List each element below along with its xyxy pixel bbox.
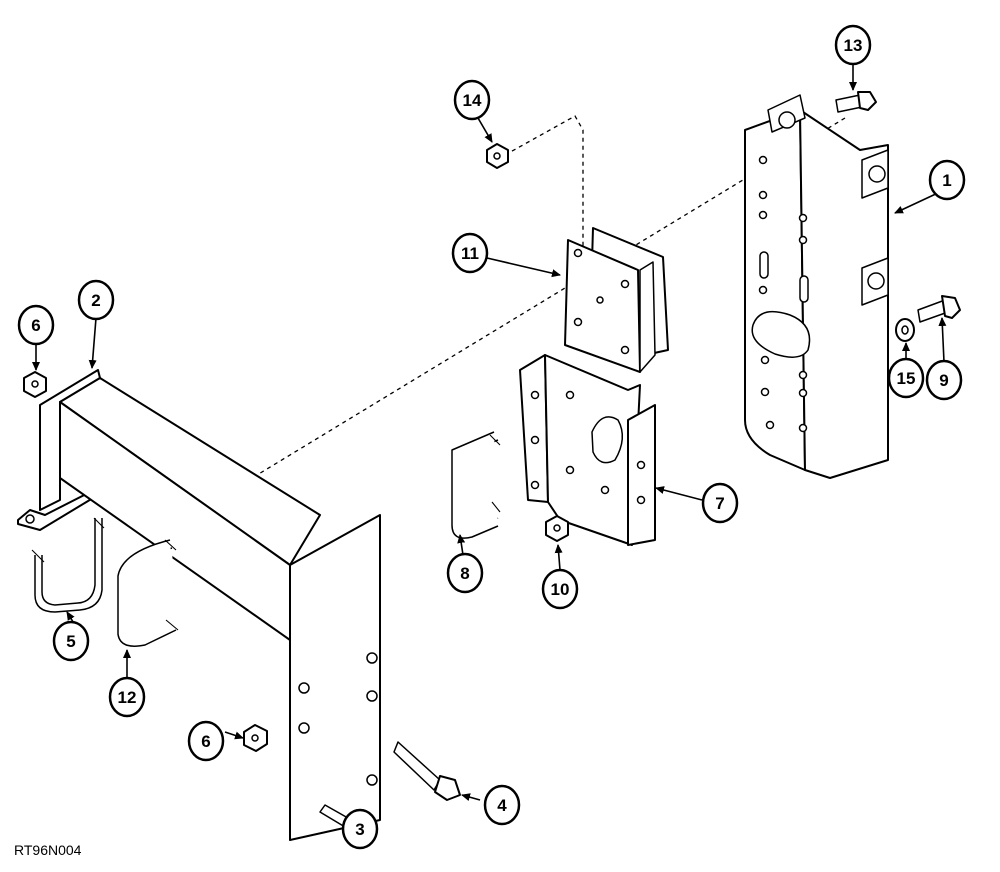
callout-label: 11 bbox=[461, 244, 479, 263]
part-u-bolt-12 bbox=[117, 539, 179, 647]
callout-label: 6 bbox=[31, 316, 40, 335]
callout-label: 15 bbox=[897, 369, 916, 388]
callout-label: 8 bbox=[460, 564, 469, 583]
callout-3: 3 bbox=[341, 808, 379, 850]
part-bolt-4 bbox=[393, 741, 461, 801]
callout-label: 3 bbox=[355, 820, 364, 839]
part-washer-15 bbox=[895, 318, 915, 342]
callout-5: 5 bbox=[52, 620, 90, 662]
callout-8: 8 bbox=[446, 552, 484, 594]
part-u-bolt-8 bbox=[451, 431, 501, 539]
callout-label: 13 bbox=[844, 36, 863, 55]
part-cross-member bbox=[17, 369, 381, 841]
part-nut-6-upper bbox=[23, 371, 47, 398]
part-nut-6-lower bbox=[243, 724, 268, 752]
alignment-lines bbox=[149, 115, 846, 541]
figure-reference-code: RT96N004 bbox=[14, 842, 82, 858]
part-nut-10 bbox=[545, 515, 569, 542]
callout-15: 15 bbox=[887, 357, 925, 399]
callout-label: 1 bbox=[942, 171, 951, 190]
part-channel-bracket bbox=[744, 94, 889, 479]
part-nut-14 bbox=[486, 143, 509, 169]
callout-label: 5 bbox=[66, 632, 75, 651]
callout-6-lower: 6 bbox=[187, 720, 225, 762]
callout-label: 14 bbox=[463, 91, 482, 110]
callout-1: 1 bbox=[928, 159, 966, 201]
callout-6-upper: 6 bbox=[17, 304, 55, 346]
callout-14: 14 bbox=[453, 79, 491, 121]
callout-label: 2 bbox=[91, 291, 100, 310]
callout-label: 10 bbox=[551, 580, 570, 599]
callout-10: 10 bbox=[541, 568, 579, 610]
callout-label: 12 bbox=[118, 688, 137, 707]
callout-12: 12 bbox=[108, 676, 146, 718]
part-mount-bracket bbox=[519, 354, 656, 546]
callout-label: 7 bbox=[715, 494, 724, 513]
callout-label: 6 bbox=[201, 732, 210, 751]
callout-13: 13 bbox=[834, 24, 872, 66]
callout-label: 4 bbox=[497, 796, 507, 815]
part-u-bolt-5 bbox=[31, 517, 105, 613]
callout-7: 7 bbox=[701, 482, 739, 524]
part-bolt-13 bbox=[835, 91, 877, 113]
callout-4: 4 bbox=[483, 784, 521, 826]
callout-label: 9 bbox=[939, 371, 948, 390]
part-bolt-9 bbox=[917, 295, 961, 323]
part-plates bbox=[564, 227, 669, 373]
callout-2: 2 bbox=[77, 279, 115, 321]
callout-9: 9 bbox=[925, 359, 963, 401]
callout-11: 11 bbox=[451, 232, 489, 274]
